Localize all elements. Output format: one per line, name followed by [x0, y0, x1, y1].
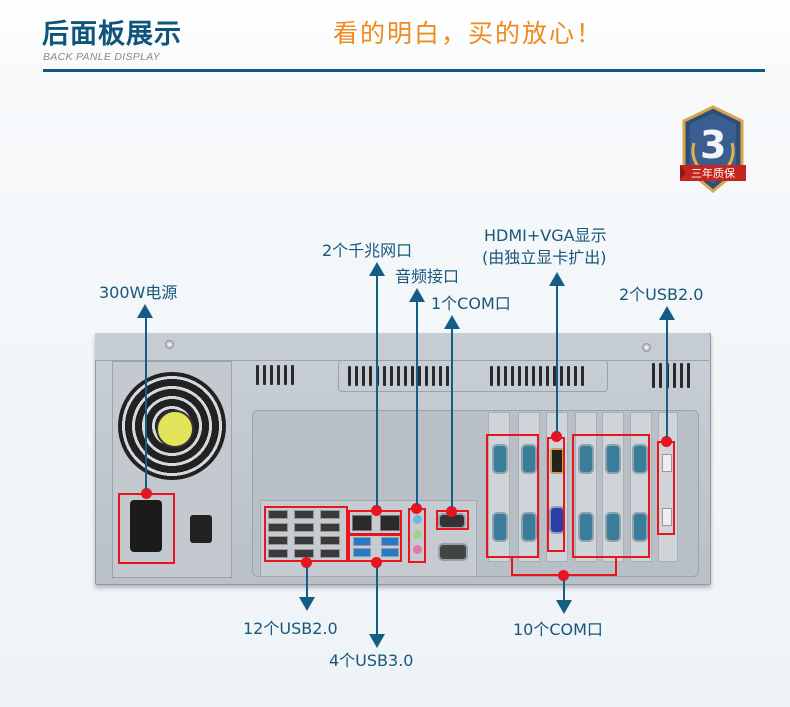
page-subtitle: BACK PANLE DISPLAY [43, 51, 161, 63]
callout-com-expansion: 10个COM口 [513, 620, 603, 639]
warranty-ribbon-text: 三年质保 [691, 167, 735, 180]
com-port [632, 512, 648, 542]
fan-hub [156, 410, 194, 448]
screw-icon [642, 343, 651, 352]
com-port [492, 444, 508, 474]
com-port [521, 444, 537, 474]
com-port [605, 512, 621, 542]
highlight-display [547, 437, 565, 552]
highlight-usb2-side [657, 441, 675, 535]
usb3-port [381, 537, 399, 546]
vent-right [652, 363, 690, 388]
com-port [578, 444, 594, 474]
usb3-port [353, 548, 371, 557]
vent-panel [338, 360, 608, 392]
power-inlet-icon [130, 500, 162, 552]
marker-dot [411, 503, 422, 514]
com-port [492, 512, 508, 542]
highlight-com-group-a [486, 434, 539, 558]
callout-usb2-rear: 12个USB2.0 [243, 619, 338, 638]
leader-line [376, 567, 378, 635]
marker-dot [551, 431, 562, 442]
marker-dot [558, 570, 569, 581]
screw-icon [165, 340, 174, 349]
warranty-years: 3 [700, 123, 727, 167]
header-divider [43, 69, 765, 72]
com-port [578, 512, 594, 542]
arrow-up-icon [659, 306, 675, 320]
usb2-side-port [662, 508, 672, 526]
leader-line [376, 274, 378, 507]
audio-line-in-icon [413, 515, 422, 524]
com-port [632, 444, 648, 474]
leader-line [556, 284, 558, 433]
leader-line [145, 316, 147, 490]
shield-icon [678, 105, 746, 193]
com-port [605, 444, 621, 474]
callout-usb-side: 2个USB2.0 [619, 285, 704, 304]
vent-mid-b [490, 366, 584, 386]
marker-dot [371, 557, 382, 568]
lan-port-2 [380, 515, 400, 531]
arrow-up-icon [137, 304, 153, 318]
callout-psu: 300W电源 [99, 283, 178, 302]
leader-line [666, 318, 668, 438]
chassis-top-rail [95, 333, 709, 361]
audio-line-out-icon [413, 530, 422, 539]
callout-com-single: 1个COM口 [431, 294, 511, 313]
arrow-up-icon [369, 262, 385, 276]
highlight-usb2-rear [264, 506, 348, 562]
leader-line [306, 567, 308, 597]
com-port [521, 512, 537, 542]
callout-display-line2: (由独立显卡扩出) [482, 248, 607, 267]
arrow-up-icon [409, 288, 425, 302]
arrow-up-icon [444, 315, 460, 329]
page-title: 后面板展示 [42, 19, 182, 50]
onboard-vga-port [438, 543, 468, 561]
highlight-audio [408, 508, 426, 563]
callout-audio: 音频接口 [395, 267, 460, 286]
slogan: 看的明白，买的放心！ [333, 19, 604, 48]
usb3-port [381, 548, 399, 557]
highlight-power-inlet [118, 493, 175, 564]
leader-line [416, 300, 418, 505]
marker-dot [446, 506, 457, 517]
usb3-port [353, 537, 371, 546]
callout-lan: 2个千兆网口 [322, 241, 413, 260]
marker-dot [661, 436, 672, 447]
arrow-down-icon [556, 600, 572, 614]
leader-line [451, 327, 453, 508]
marker-dot [371, 505, 382, 516]
arrow-up-icon [549, 272, 565, 286]
warranty-badge: 3 三年质保 [678, 105, 746, 199]
vent-left [256, 365, 294, 385]
usb2-side-port [662, 454, 672, 472]
highlight-com-group-b [572, 434, 650, 558]
arrow-down-icon [369, 634, 385, 648]
callout-usb3-rear: 4个USB3.0 [329, 651, 414, 670]
callout-display-line1: HDMI+VGA显示 [484, 226, 607, 245]
bracket-line [615, 558, 617, 575]
audio-mic-icon [413, 545, 422, 554]
power-switch [190, 515, 212, 543]
marker-dot [141, 488, 152, 499]
leader-line [563, 580, 565, 602]
vent-mid-a [348, 366, 449, 386]
bracket-line [511, 558, 513, 575]
lan-port-1 [352, 515, 372, 531]
usb2-rear-ports [268, 510, 344, 560]
arrow-down-icon [299, 597, 315, 611]
marker-dot [301, 557, 312, 568]
